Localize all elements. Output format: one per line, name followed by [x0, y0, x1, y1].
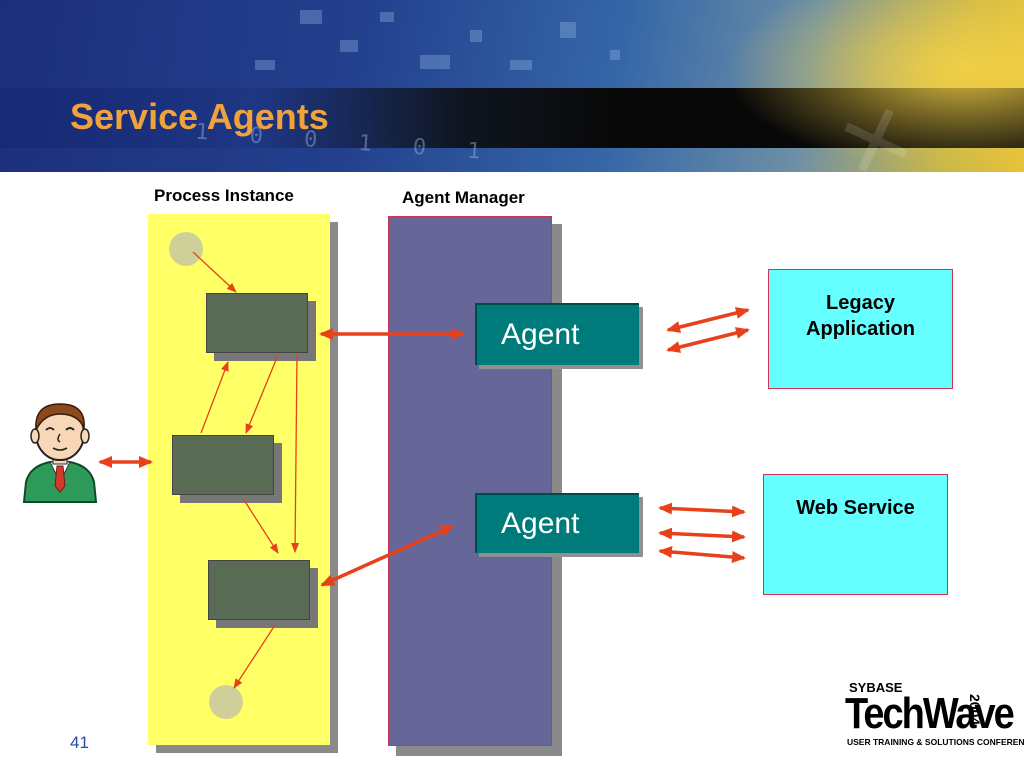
techwave-logo: SYBASE TechWave 2004 USER TRAINING & SOL… — [843, 680, 1024, 750]
agent-manager-label: Agent Manager — [402, 188, 525, 207]
flow-box1-to-box2 — [245, 354, 279, 434]
agent-box-2: Agent — [475, 493, 639, 553]
flow-start-to-box1 — [192, 251, 237, 293]
header-banner: 1 0 0 1 0 1 ✕ Service Agents — [0, 0, 1024, 172]
flow-box1-to-box3 — [291, 354, 300, 553]
arrow-agent2-web-b — [658, 527, 746, 543]
agent-box-1: Agent — [475, 303, 639, 365]
logo-year: 2004 — [967, 694, 983, 726]
activity-box-3 — [208, 560, 310, 620]
logo-tagline: USER TRAINING & SOLUTIONS CONFERENCE — [847, 737, 1024, 747]
arrow-agent2-web-c — [658, 546, 746, 563]
flow-box2-to-box3 — [243, 499, 279, 554]
web-service-box: Web Service — [763, 474, 948, 595]
logo-brand: SYBASE — [849, 680, 903, 695]
activity-box-2 — [172, 435, 274, 495]
flow-box2-to-box1 — [200, 361, 229, 434]
process-instance-label: Process Instance — [154, 186, 294, 205]
arrow-box3-agent2 — [320, 524, 455, 587]
activity-box-1 — [206, 293, 308, 353]
arrow-agent1-legacy-a — [666, 307, 750, 333]
start-node — [169, 232, 203, 266]
arrow-agent2-web-a — [658, 502, 746, 518]
flow-box3-to-end — [233, 624, 276, 689]
legacy-application-line1: Legacy — [826, 292, 895, 314]
slide-title: Service Agents — [70, 96, 329, 137]
logo-name: TechWave — [845, 690, 1015, 739]
page-number: 41 — [70, 733, 89, 752]
web-service-label: Web Service — [796, 497, 915, 519]
end-node — [209, 685, 243, 719]
legacy-application-line2: Application — [806, 318, 915, 340]
user-person-icon — [22, 403, 98, 503]
legacy-application-box: Legacy Application — [768, 269, 953, 389]
arrow-agent1-legacy-b — [666, 327, 750, 353]
